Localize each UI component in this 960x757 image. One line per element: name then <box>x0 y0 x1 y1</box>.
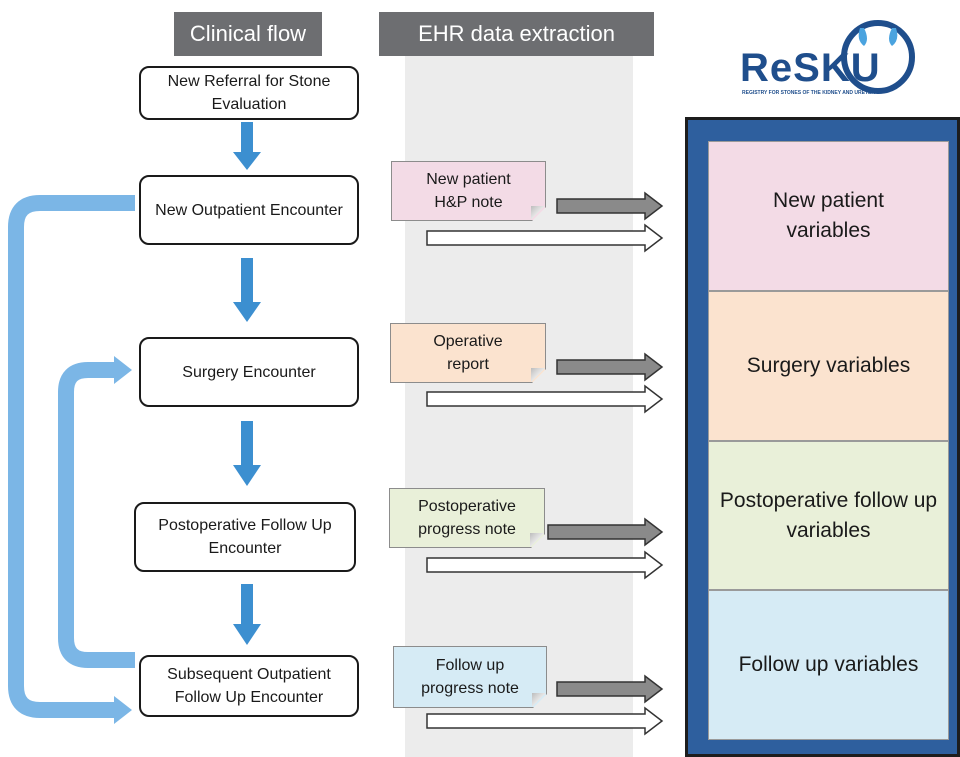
variable-label: New patient variables <box>773 189 884 242</box>
var-postoperative: Postoperative follow up variables <box>708 441 949 590</box>
note-label: Follow up progress note <box>421 657 519 697</box>
var-new-patient: New patient variables <box>708 141 949 291</box>
var-surgery: Surgery variables <box>708 291 949 441</box>
resku-logo: ReSKU REGISTRY FOR STONES OF THE KIDNEY … <box>738 10 938 106</box>
flow-step-label: New Referral for Stone Evaluation <box>167 73 331 113</box>
extraction-arrows-1 <box>426 191 664 253</box>
note-postoperative-progress: Postoperative progress note <box>389 488 545 548</box>
note-label: New patient H&P note <box>426 171 511 211</box>
flow-step-label: New Outpatient Encounter <box>155 201 343 219</box>
logo-tagline: REGISTRY FOR STONES OF THE KIDNEY AND UR… <box>742 90 875 96</box>
variable-label: Postoperative follow up variables <box>719 488 938 542</box>
flow-step-referral: New Referral for Stone Evaluation <box>139 66 359 120</box>
note-label: Postoperative progress note <box>418 498 516 538</box>
loop-arrow-outer <box>8 195 135 724</box>
loop-arrow-inner <box>58 356 135 668</box>
extraction-arrows-3 <box>426 517 664 580</box>
var-followup: Follow up variables <box>708 590 949 740</box>
clinical-flow-header-label: Clinical flow <box>189 21 307 46</box>
clinical-flow-header: Clinical flow <box>174 12 322 56</box>
note-label: Operative report <box>433 333 503 373</box>
flow-step-subsequent-followup: Subsequent Outpatient Follow Up Encounte… <box>139 655 359 717</box>
flow-step-surgery: Surgery Encounter <box>139 337 359 407</box>
down-arrow-1 <box>233 122 261 170</box>
flow-step-new-outpatient: New Outpatient Encounter <box>139 175 359 245</box>
variable-label: Follow up variables <box>738 653 919 676</box>
flow-step-label: Subsequent Outpatient Follow Up Encounte… <box>167 666 331 706</box>
note-new-patient: New patient H&P note <box>391 161 546 221</box>
note-operative-report: Operative report <box>390 323 546 383</box>
logo-wordmark: ReSKU <box>740 46 881 90</box>
flow-step-label: Postoperative Follow Up Encounter <box>158 517 332 557</box>
down-arrow-3 <box>233 421 261 486</box>
variable-label: Surgery variables <box>746 354 911 377</box>
down-arrow-4 <box>233 584 261 645</box>
flow-step-postoperative: Postoperative Follow Up Encounter <box>134 502 356 572</box>
down-arrow-2 <box>233 258 261 322</box>
ehr-extraction-header: EHR data extraction <box>379 12 654 56</box>
kidney-ring-icon <box>841 20 915 94</box>
extraction-arrows-4 <box>426 674 664 736</box>
ehr-extraction-header-label: EHR data extraction <box>418 21 615 46</box>
flow-step-label: Surgery Encounter <box>182 363 316 381</box>
note-followup-progress: Follow up progress note <box>393 646 547 708</box>
extraction-arrows-2 <box>426 352 664 414</box>
